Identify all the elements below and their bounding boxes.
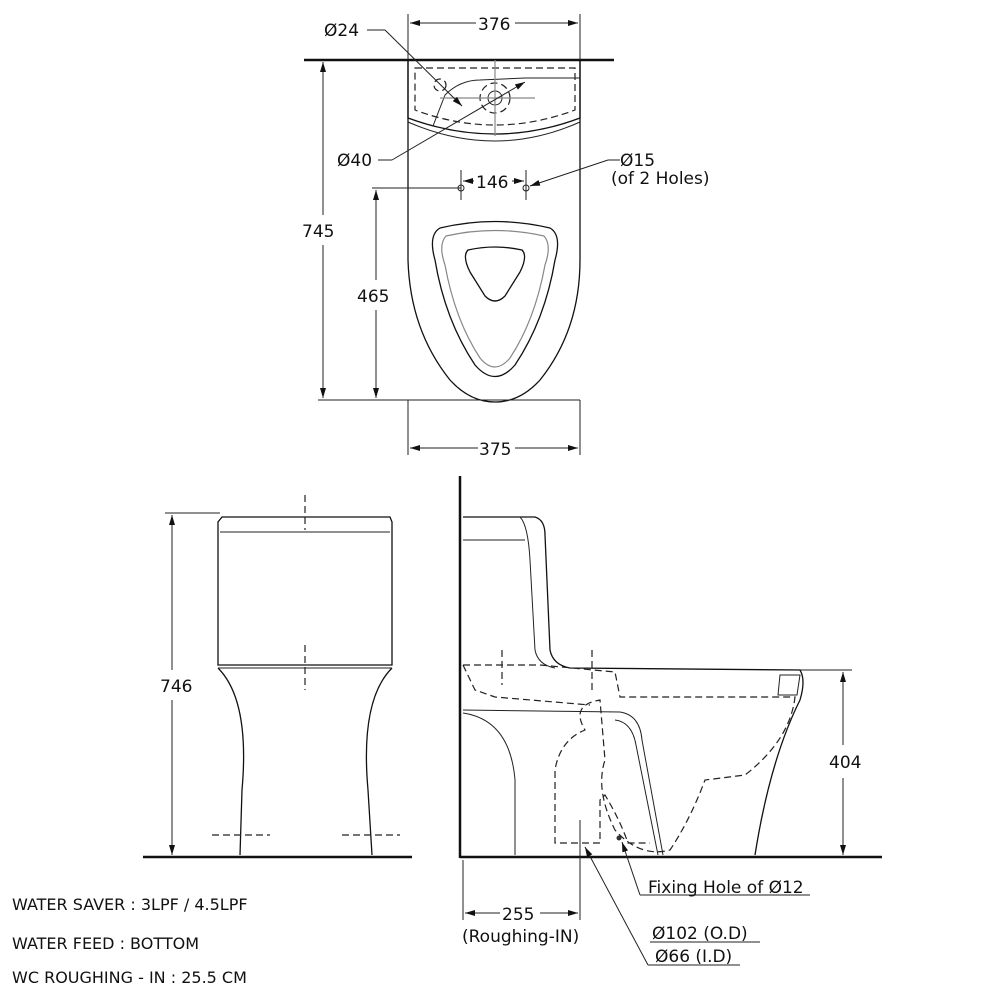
- leader: [529, 159, 609, 187]
- trapway: [614, 711, 664, 856]
- bowl-opening: [464, 246, 526, 302]
- leader: [584, 846, 649, 966]
- small-hole-hidden: [433, 78, 447, 92]
- tank-inner-hidden: [414, 67, 576, 126]
- dim-roughing: 255: [502, 905, 534, 925]
- tank-front: [217, 516, 393, 666]
- side-outline: [463, 516, 804, 856]
- seat-hinge: [777, 674, 801, 696]
- lever-outline: [432, 77, 580, 127]
- seat-inner: [441, 229, 549, 368]
- dim-button-large: Ø40: [337, 151, 372, 171]
- hidden-trapway: [463, 664, 796, 853]
- base-front: [217, 667, 393, 856]
- seat-outline: [431, 220, 559, 378]
- tank-lid-edge: [407, 121, 581, 142]
- dim-seat-height: 404: [829, 753, 861, 773]
- hidden-inlet: [462, 664, 591, 706]
- dim-width-top: 376: [478, 15, 510, 35]
- tank-side-line: [519, 516, 556, 669]
- fixing-hole-label: Fixing Hole of Ø12: [648, 878, 804, 898]
- spec-roughing: WC ROUGHING - IN : 25.5 CM: [12, 968, 247, 987]
- seat-line: [462, 709, 621, 713]
- outlet-id-label: Ø66 (I.D): [655, 947, 732, 967]
- dim-hole-spacing: 146: [476, 173, 508, 193]
- spec-water-feed: WATER FEED : BOTTOM: [12, 934, 199, 953]
- dim-total-depth: 745: [302, 222, 334, 242]
- dim-height: 746: [160, 677, 192, 697]
- dim-roughing-label: (Roughing-IN): [462, 927, 579, 947]
- bowl-outline: [407, 60, 581, 403]
- outlet-od-label: Ø102 (O.D): [652, 924, 748, 944]
- dim-button-small: Ø24: [324, 21, 359, 41]
- fixing-hole-side: [616, 835, 622, 841]
- base-back: [462, 712, 516, 855]
- dim-width-bottom: 375: [479, 440, 511, 460]
- top-view: 376 Ø24 Ø40 146 Ø15 (of 2 Holes) 745 465…: [302, 14, 710, 460]
- dim-fixing-holes: Ø15: [620, 151, 655, 171]
- specs: WATER SAVER : 3LPF / 4.5LPF WATER FEED :…: [12, 895, 248, 987]
- dim-fixing-holes-note: (of 2 Holes): [611, 169, 710, 189]
- leader: [384, 29, 463, 107]
- side-view: 404 255 (Roughing-IN) Fixing Hole of Ø12…: [458, 476, 882, 967]
- front-view: 746: [143, 495, 412, 859]
- dim-hole-depth: 465: [357, 287, 389, 307]
- spec-water-saver: WATER SAVER : 3LPF / 4.5LPF: [12, 895, 248, 914]
- leader: [621, 841, 641, 896]
- leader: [391, 81, 526, 161]
